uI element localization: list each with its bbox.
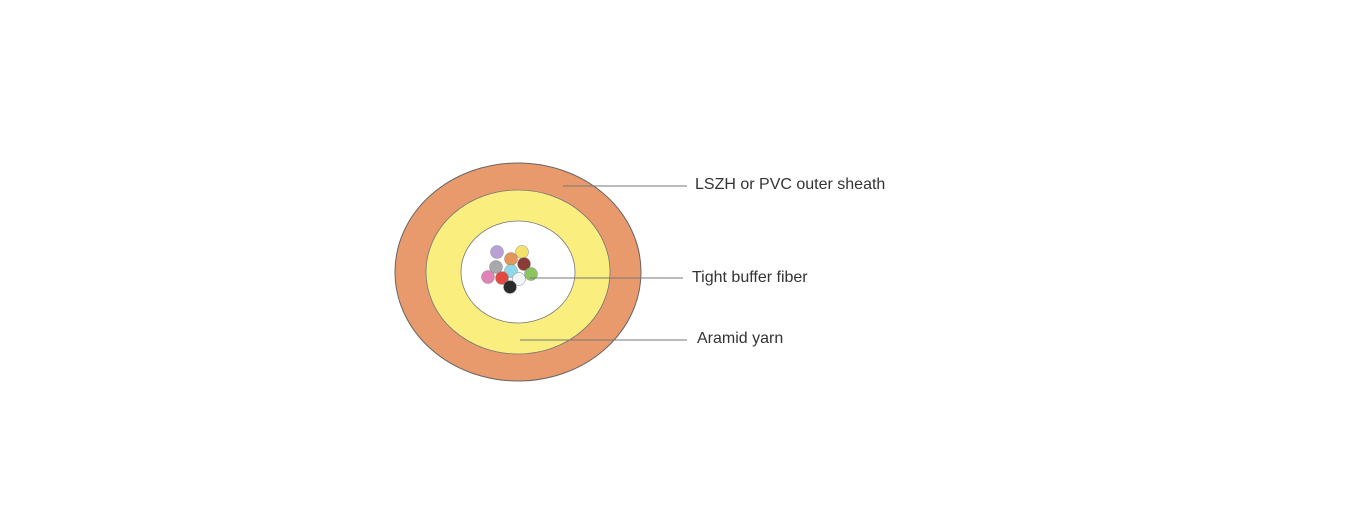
fiber: [504, 252, 518, 266]
core: [460, 220, 576, 324]
fiber: [515, 245, 529, 259]
fiber: [524, 267, 538, 281]
fiber: [503, 280, 517, 294]
label-outer-sheath: LSZH or PVC outer sheath: [695, 176, 886, 193]
label-tight-buffer-fiber: Tight buffer fiber: [692, 269, 808, 286]
fiber: [489, 260, 503, 274]
fiber: [490, 245, 504, 259]
fiber: [495, 271, 509, 285]
fiber: [512, 272, 526, 286]
fiber: [481, 270, 495, 284]
fiber-bundle: [481, 245, 538, 294]
label-aramid-yarn: Aramid yarn: [697, 330, 784, 347]
fiber: [517, 257, 531, 271]
